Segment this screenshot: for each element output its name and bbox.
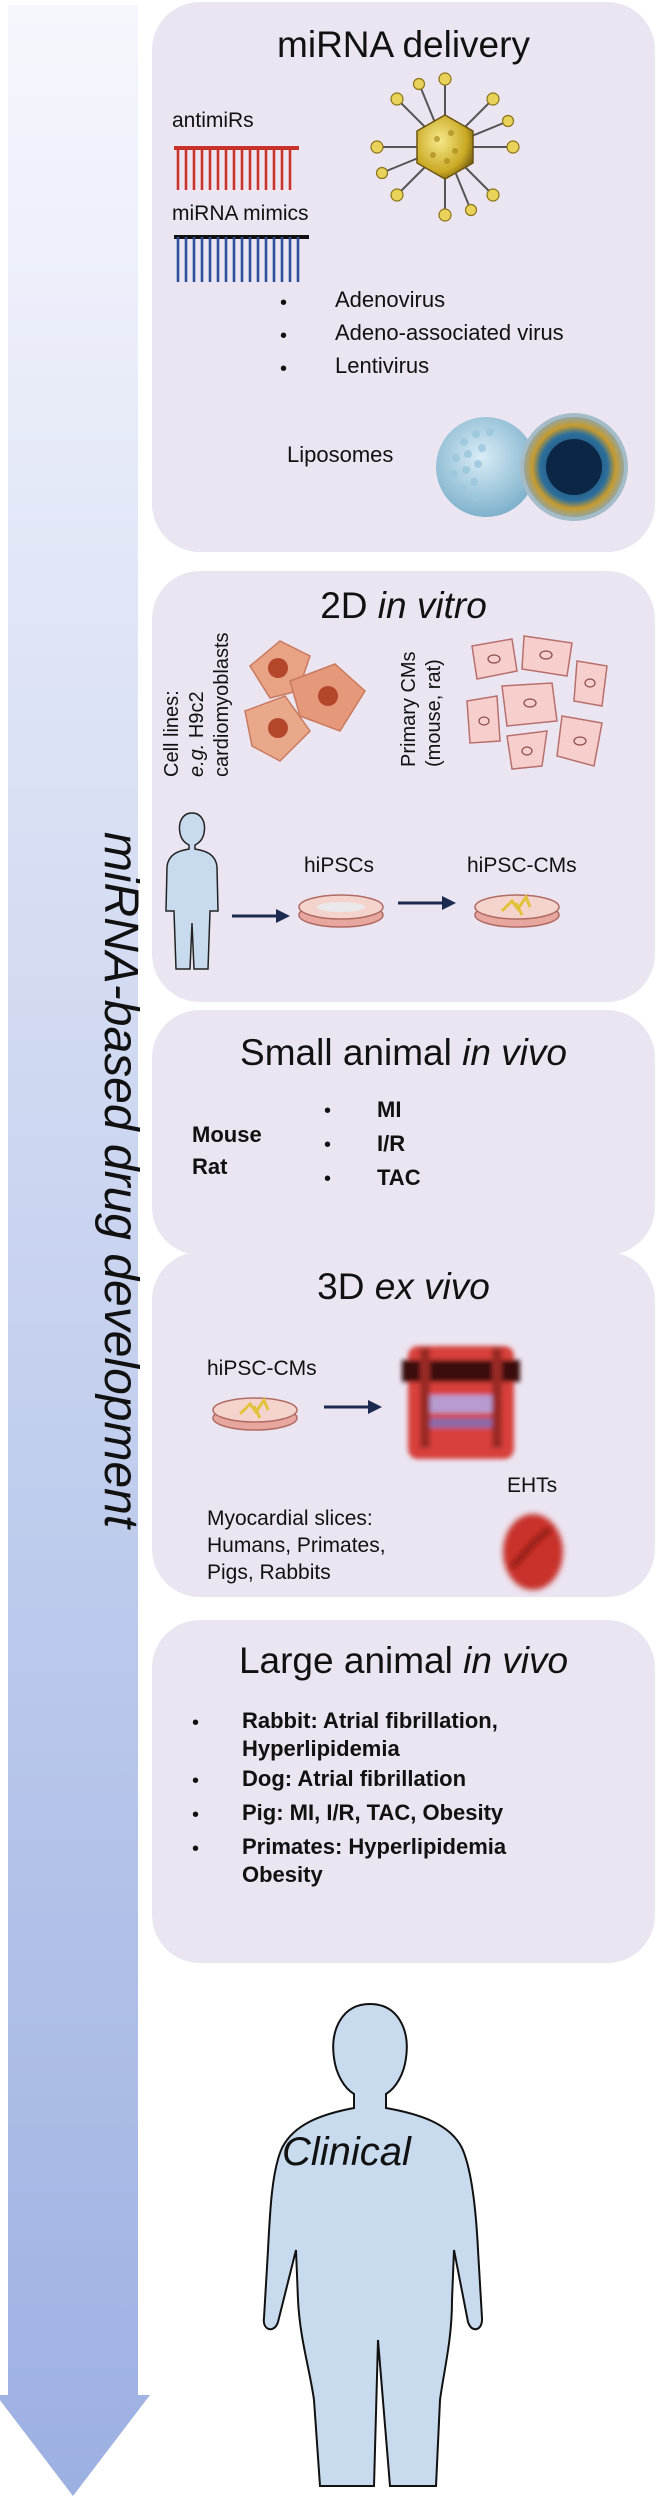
large-animal-item: Primates: Hyperlipidemia [242,1834,507,1859]
model-item: TAC [377,1165,421,1190]
model-item: MI [377,1097,402,1122]
clinical-human-icon [262,2002,484,2487]
cell-lines-label: Cell lines: e.g. H9c2 cardiomyoblasts [160,632,235,777]
cardiomyoblast-cells-icon [244,640,366,762]
dark-arrow-icon [398,896,456,910]
large-animal-item: Dog: Atrial fibrillation [242,1766,467,1791]
panel-3d-ex-vivo: 3D ex vivo hiPSC-CMs EHTs Myocardial sli… [152,1252,655,1597]
bullet-dot: • [324,1100,332,1122]
large-animal-item: Rabbit: Atrial fibrillation, [242,1708,498,1733]
large-animal-item: Pig: MI, I/R, TAC, Obesity [242,1800,504,1825]
myocardial-slice-icon [503,1514,563,1590]
liposome-icon [436,413,628,521]
hipscs-label: hiPSCs [304,854,375,877]
panel-small-animal: Small animal in vivo Mouse Rat • MI • I/… [152,1010,655,1255]
cell-lines-line: cardiomyoblasts [211,632,233,777]
primary-cms-line: (mouse, rat) [423,659,445,767]
panel-title: Large animal in vivo [238,1640,569,1681]
large-animal-item: Hyperlipidemia [242,1736,400,1761]
bullet-dot: • [192,1838,200,1860]
species-label: Rat [192,1154,228,1179]
virus-item: Adeno-associated virus [335,320,564,345]
dark-arrow-icon [324,1400,382,1414]
mimics-label: miRNA mimics [172,202,309,225]
bullet-dot: • [324,1134,332,1156]
large-animal-item: Obesity [242,1862,323,1887]
hipsc-cms-label: hiPSC-CMs [207,1357,317,1380]
hipsc-dish-icon [298,894,384,928]
clinical-label: Clinical [282,2130,411,2174]
mimic-duplex-icon [174,235,309,282]
progression-arrow [0,5,150,2496]
liposomes-label: Liposomes [287,442,394,467]
hipsc-cms-label: hiPSC-CMs [467,854,577,877]
virus-item: Adenovirus [335,287,446,312]
vertical-label: miRNA-based drug development [94,831,147,1529]
slices-line: Humans, Primates, [207,1534,386,1557]
panel-title: 3D ex vivo [317,1266,490,1307]
bullet-dot: • [192,1712,200,1734]
model-item: I/R [377,1131,406,1156]
virus-item: Lentivirus [335,353,430,378]
bullet-dot: • [280,292,288,314]
bullet-dot: • [280,325,288,347]
antimirs-label: antimiRs [172,109,254,132]
bullet-dot: • [192,1770,200,1792]
slices-line: Pigs, Rabbits [207,1561,331,1584]
antimir-strand-icon [174,146,299,190]
panel-mirna-delivery: miRNA delivery antimiRs miRNA mimics [152,2,655,552]
cell-lines-line: e.g. H9c2 [186,691,208,777]
primary-cms-line: Primary CMs [398,651,420,767]
species-label: Mouse [192,1122,262,1147]
hipsc-cm-dish-icon [474,893,560,928]
primary-cardiomyocytes-icon [466,635,608,770]
ehts-label: EHTs [507,1474,558,1497]
bullet-dot: • [280,358,288,380]
cell-lines-line: Cell lines: [161,690,183,777]
panel-title: Small animal in vivo [240,1032,567,1073]
panel-title: miRNA delivery [277,24,530,65]
hipsc-cm-dish-icon [212,1396,298,1431]
engineered-heart-tissue-icon [402,1346,520,1459]
panel-large-animal: Large animal in vivo • Rabbit: Atrial fi… [152,1620,655,1963]
slices-line: Myocardial slices: [207,1507,373,1530]
bullet-dot: • [324,1168,332,1190]
primary-cms-label: Primary CMs (mouse, rat) [397,651,447,767]
human-donor-icon [165,812,219,970]
adenovirus-icon [370,72,520,222]
bullet-dot: • [192,1804,200,1826]
dark-arrow-icon [232,909,290,923]
panel-title: 2D in vitro [320,585,487,626]
panel-2d-in-vitro: 2D in vitro Cell lines: e.g. H9c2 cardio… [152,571,655,1002]
